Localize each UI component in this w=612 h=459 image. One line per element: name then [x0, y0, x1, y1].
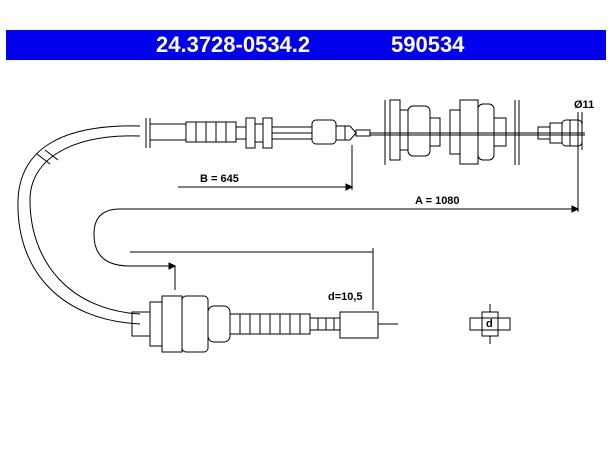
d-dimension-label: d=10,5 [328, 291, 363, 303]
end-marker-label: d [486, 318, 493, 330]
cable-sheath-inner [29, 135, 141, 315]
a-dimension-label: A = 1080 [415, 195, 460, 207]
cable-sheath-outer [17, 125, 141, 325]
part-number: 24.3728-0534.2 [156, 32, 311, 57]
part-code: 590534 [391, 32, 465, 57]
a-dimension-loop [93, 208, 578, 267]
title-bar: 24.3728-0534.2 590534 [6, 30, 606, 60]
diameter-label: Ø11 [574, 99, 594, 111]
b-dimension-label: B = 645 [200, 173, 239, 185]
